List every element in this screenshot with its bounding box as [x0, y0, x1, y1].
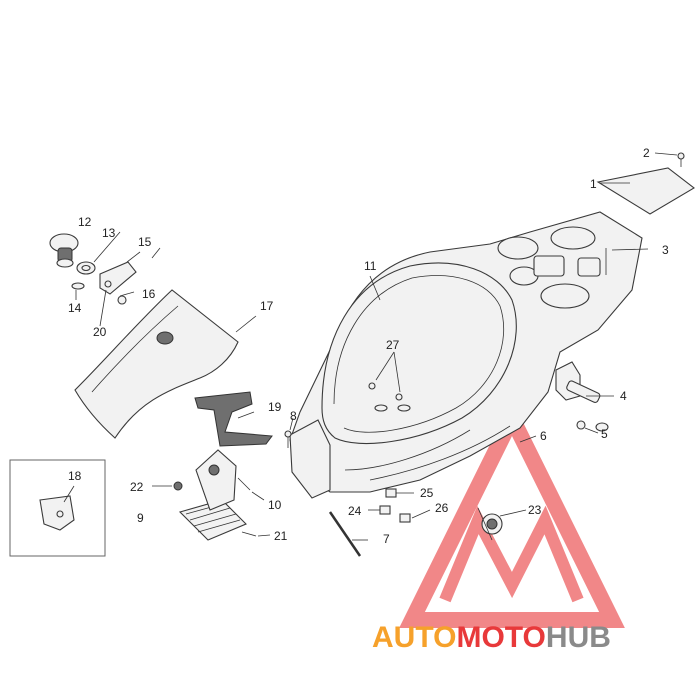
callout-17: 17 — [260, 299, 274, 313]
part-3-bolt — [605, 248, 649, 275]
part-15-clip — [99, 251, 141, 295]
part-1-cover-plate — [596, 167, 695, 215]
callout-26: 26 — [435, 501, 449, 515]
watermark-logo — [399, 399, 625, 628]
callout-19: 19 — [268, 400, 282, 414]
callout-2: 2 — [643, 146, 650, 160]
callout-3: 3 — [662, 243, 669, 257]
part-16-screw — [117, 291, 135, 305]
part-24-spacer — [368, 505, 391, 515]
callout-13: 13 — [102, 226, 116, 240]
part-26-screw — [399, 509, 431, 523]
callout-10: 10 — [268, 498, 282, 512]
part-27-bolts — [368, 351, 411, 412]
part-2-screw — [654, 152, 685, 167]
logo-triangle — [399, 399, 625, 628]
callout-8: 8 — [290, 409, 297, 423]
part-10-screw — [237, 477, 265, 501]
part-9-footrest — [178, 449, 247, 541]
callout-6: 6 — [540, 429, 547, 443]
callout-18: 18 — [68, 469, 82, 483]
callout-23: 23 — [528, 503, 542, 517]
callout-16: 16 — [142, 287, 156, 301]
callout-24: 24 — [348, 504, 362, 518]
part-25-bushing — [385, 488, 414, 498]
callout-14: 14 — [68, 301, 82, 315]
leader-lines — [63, 231, 381, 503]
logo-m-stroke — [439, 505, 584, 603]
callout-15: 15 — [138, 235, 152, 249]
callout-4: 4 — [620, 389, 627, 403]
part-18-inset — [9, 459, 106, 557]
part-17-side-panel — [74, 289, 239, 439]
watermark-moto: MOTO — [456, 621, 545, 654]
callout-1: 1 — [590, 177, 597, 191]
part-5-nut — [576, 420, 599, 434]
callout-27: 27 — [386, 338, 400, 352]
watermark-hub: HUB — [546, 621, 611, 654]
part-13-washer — [76, 261, 96, 275]
callout-21: 21 — [274, 529, 288, 543]
part-14-ring — [71, 282, 85, 290]
callout-22: 22 — [130, 480, 144, 494]
callout-25: 25 — [420, 486, 434, 500]
watermark-auto: AUTO — [372, 621, 456, 654]
part-19-hook — [194, 391, 273, 447]
callout-9: 9 — [137, 511, 144, 525]
part-7-rod — [328, 511, 368, 557]
part-11-helmet-compartment — [289, 211, 643, 499]
callout-20: 20 — [93, 325, 107, 339]
part-21-screw — [241, 531, 271, 537]
callout-12: 12 — [78, 215, 92, 229]
part-23-lock — [477, 507, 527, 541]
watermark-text: AUTOMOTOHUB — [372, 621, 611, 654]
callout-7: 7 — [383, 532, 390, 546]
part-4-bracket — [555, 361, 614, 432]
part-22-screw — [152, 481, 183, 491]
callout-5: 5 — [601, 427, 608, 441]
callout-11: 11 — [364, 259, 377, 273]
part-20-nut — [104, 280, 112, 288]
part-12-cap — [49, 233, 79, 268]
callouts: 1 2 3 4 5 6 7 8 9 10 11 12 13 14 15 16 1… — [68, 146, 669, 546]
part-8-fastener — [284, 417, 294, 448]
